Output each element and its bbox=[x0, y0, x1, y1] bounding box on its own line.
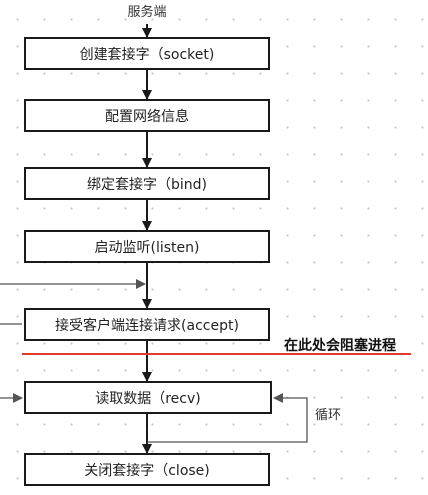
step-listen: 启动监听(listen) bbox=[24, 230, 270, 263]
step-bind: 绑定套接字（bind) bbox=[24, 167, 270, 200]
blocking-note: 在此处会阻塞进程 bbox=[284, 338, 396, 354]
loop-arrow-recv bbox=[147, 393, 308, 443]
diagram-title: 服务端 bbox=[127, 5, 167, 20]
step-config-network: 配置网络信息 bbox=[24, 99, 270, 132]
step-recv: 读取数据（recv) bbox=[24, 381, 272, 414]
step-socket: 创建套接字（socket) bbox=[24, 37, 270, 70]
step-close: 关闭套接字（close) bbox=[24, 453, 270, 486]
loop-label: 循环 bbox=[315, 408, 342, 423]
step-accept: 接受客户端连接请求(accept) bbox=[24, 308, 270, 341]
